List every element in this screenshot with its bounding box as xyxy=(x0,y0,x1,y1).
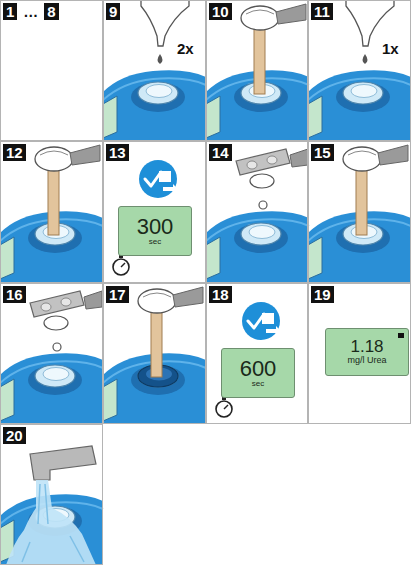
step-number: 15 xyxy=(311,144,334,161)
step-panel: 9 xyxy=(103,0,206,141)
step-number: 8 xyxy=(44,3,58,20)
display-value: 1.18 xyxy=(350,338,383,356)
step-number: 16 xyxy=(3,286,26,303)
step-panel: 20 xyxy=(0,424,103,565)
repeat-count: 2x xyxy=(177,40,194,57)
step-panel: 11 xyxy=(308,0,411,141)
step-number: 19 xyxy=(311,286,334,303)
step-number: 10 xyxy=(209,3,232,20)
status-indicator xyxy=(398,333,404,338)
step-number: 1 xyxy=(3,3,17,20)
repeat-count: 1x xyxy=(382,40,399,57)
step-header: 9 xyxy=(106,3,120,20)
display-screen: 300sec xyxy=(118,206,192,256)
step-header: 18 xyxy=(209,286,232,303)
display-value: 300 xyxy=(137,215,174,238)
step-panel: 14 xyxy=(206,141,308,283)
step-panel: 18 600sec xyxy=(206,283,308,424)
step-header: 12 xyxy=(3,144,26,161)
step-panel: 17 xyxy=(103,283,206,424)
display-screen: 600sec xyxy=(221,348,295,398)
step-number: 11 xyxy=(311,3,333,20)
step-panel: 19 1.18mg/l Urea xyxy=(308,283,411,424)
step-panel: 12 xyxy=(0,141,103,283)
step-number: 17 xyxy=(106,286,129,303)
step-header: 16 xyxy=(3,286,26,303)
step-number: 14 xyxy=(209,144,232,161)
step-number: 18 xyxy=(209,286,232,303)
step-number: 12 xyxy=(3,144,26,161)
display-screen: 1.18mg/l Urea xyxy=(325,328,409,376)
step-number: 9 xyxy=(106,3,120,20)
step-number: 20 xyxy=(3,427,26,444)
display-unit: sec xyxy=(252,380,264,388)
step-panel: 15 xyxy=(308,141,411,283)
step-header: 10 xyxy=(209,3,232,20)
step-header: 17 xyxy=(106,286,129,303)
step-header: 15 xyxy=(311,144,334,161)
step-range-mark: … xyxy=(23,3,38,20)
step-number: 13 xyxy=(106,144,129,161)
step-header: 11 xyxy=(311,3,333,20)
step-header: 14 xyxy=(209,144,232,161)
display-value: 600 xyxy=(240,357,277,380)
step-header: 1 … 8 xyxy=(3,3,59,20)
step-panel: 1 … 8 xyxy=(0,0,103,141)
step-header: 20 xyxy=(3,427,26,444)
step-panel: 10 xyxy=(206,0,308,141)
step-header: 13 xyxy=(106,144,129,161)
display-unit: sec xyxy=(149,238,161,246)
display-unit: mg/l Urea xyxy=(347,356,386,365)
step-header: 19 xyxy=(311,286,334,303)
step-panel: 16 xyxy=(0,283,103,424)
step-panel: 13 300sec xyxy=(103,141,206,283)
